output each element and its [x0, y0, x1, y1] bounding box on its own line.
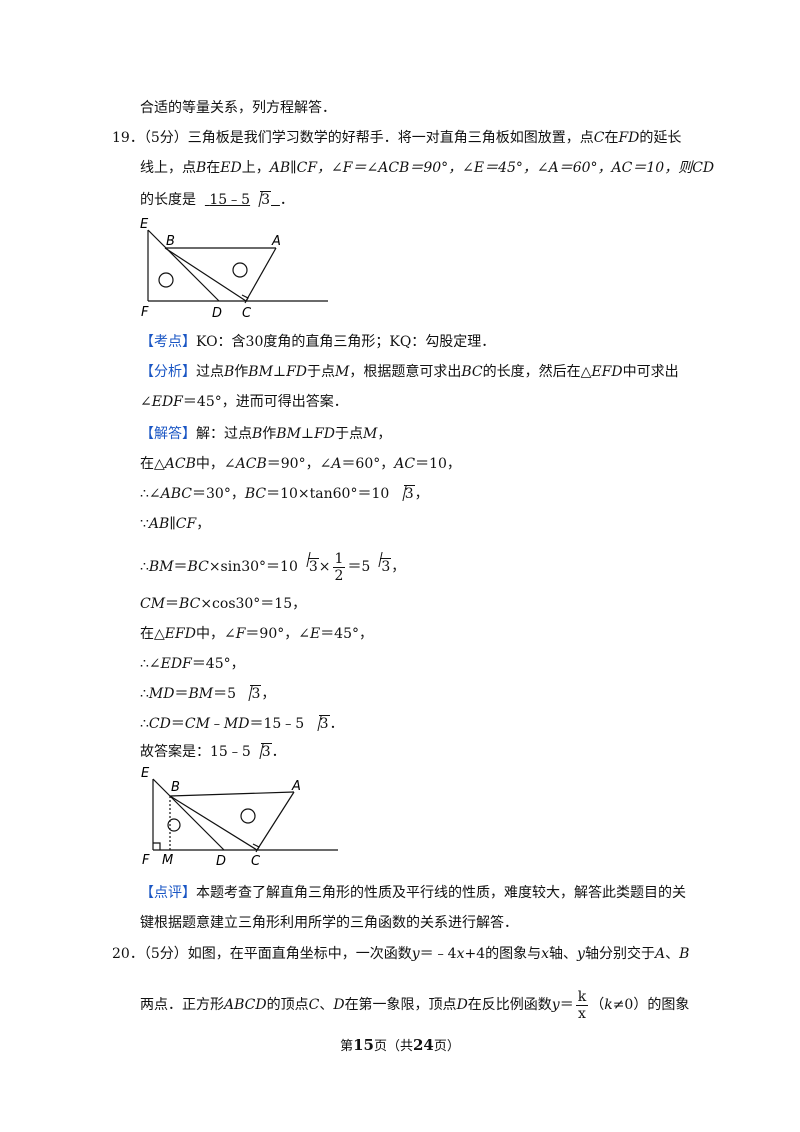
q19-score: （5分） — [143, 130, 188, 146]
fig2-line-BA — [169, 791, 295, 797]
fenxi-line1: 【分析】过点B作BM⊥FD于点M，根据题意可求出BC的长度，然后在△EFD中可求… — [140, 364, 679, 380]
fig2-line-BC — [169, 795, 258, 851]
jieda-line4: ∵AB∥CF， — [140, 516, 211, 532]
fig2-label-F: F — [142, 853, 150, 868]
fig1-label-C: C — [242, 306, 252, 320]
jieda-line8: ∴∠EDF＝45°， — [140, 656, 245, 672]
dianping-line2: 键根据题意建立三角形利用所学的三角函数的关系进行解答． — [140, 915, 518, 931]
fig2-circle-right — [240, 808, 256, 824]
page-footer: 第15页（共24页） — [340, 1036, 460, 1054]
q20-line1: 20．（5分）如图，在平面直角坐标中，一次函数y＝﹣4x+4的图象与x轴、y轴分… — [112, 946, 690, 962]
q19-figure: E B A F D C — [140, 217, 328, 320]
fig1-label-F: F — [141, 305, 149, 320]
fig2-line-ED — [152, 778, 225, 851]
fig1-line-ED — [147, 229, 220, 302]
jieda-line9: ∴MD＝BM＝5 3， — [140, 685, 276, 702]
kaodian: 【考点】KO：含30度角的直角三角形；KQ：勾股定理． — [140, 334, 496, 350]
fig2-circle-left — [167, 818, 181, 832]
fig1-label-E: E — [140, 217, 149, 232]
fig1-line-AC — [245, 247, 277, 302]
q19-line2: 线上，点B在ED上，AB∥CF，∠F＝∠ACB＝90°，∠E＝45°，∠A＝60… — [140, 160, 715, 176]
jieda-line2: 在△ACB中，∠ACB＝90°，∠A＝60°，AC＝10， — [140, 456, 461, 472]
jieda-line3: ∴∠ABC＝30°，BC＝10×tan60°＝10 3， — [140, 485, 429, 502]
dianping-line1: 【点评】本题考查了解直角三角形的性质及平行线的性质，难度较大，解答此类题目的关 — [140, 885, 686, 901]
dianping-tag: 【点评】 — [140, 885, 196, 901]
fig1-label-D: D — [212, 306, 222, 320]
fig1-line-BC — [164, 247, 247, 302]
fig1-circle-right — [232, 262, 248, 278]
fig1-label-B: B — [166, 234, 175, 249]
fig1-label-A: A — [271, 234, 281, 249]
jieda-line7: 在△EFD中，∠F＝90°，∠E＝45°， — [140, 626, 374, 642]
fig2-label-A: A — [291, 779, 301, 794]
fenxi-line2: ∠EDF＝45°，进而可得出答案． — [140, 394, 348, 410]
fig2-label-M: M — [162, 853, 173, 868]
fig2-right-angle-F — [153, 842, 161, 850]
q20-score: （5分） — [143, 946, 188, 962]
jieda-figure: E B A F M D C — [141, 766, 338, 869]
jieda-line6: CM＝BC×cos30°＝15， — [140, 596, 307, 612]
fig2-label-D: D — [216, 854, 226, 869]
fig2-label-E: E — [141, 766, 150, 781]
page-number: 15 — [353, 1036, 374, 1054]
jieda-tag: 【解答】 — [140, 426, 196, 442]
fig2-label-C: C — [251, 854, 261, 869]
jieda-line10: ∴CD＝CM﹣MD＝15﹣5 3． — [140, 715, 344, 732]
fig2-right-angle-C — [252, 843, 260, 853]
fenxi-tag: 【分析】 — [140, 364, 196, 380]
kaodian-tag: 【考点】 — [140, 334, 196, 350]
fig1-circle-left — [158, 272, 174, 288]
q19-line1: 19．（5分）三角板是我们学习数学的好帮手．将一对直角三角板如图放置，点C在FD… — [112, 130, 682, 146]
page-total: 24 — [413, 1036, 434, 1054]
fig1-right-angle-mark — [241, 294, 249, 304]
fig2-line-AC — [256, 791, 295, 851]
q20-number: 20． — [112, 946, 144, 962]
q19-number: 19． — [112, 130, 144, 146]
jieda-line1: 【解答】解：过点B作BM⊥FD于点M， — [140, 426, 392, 442]
fig2-label-B: B — [171, 780, 180, 795]
intro-text: 合适的等量关系，列方程解答． — [140, 100, 336, 116]
